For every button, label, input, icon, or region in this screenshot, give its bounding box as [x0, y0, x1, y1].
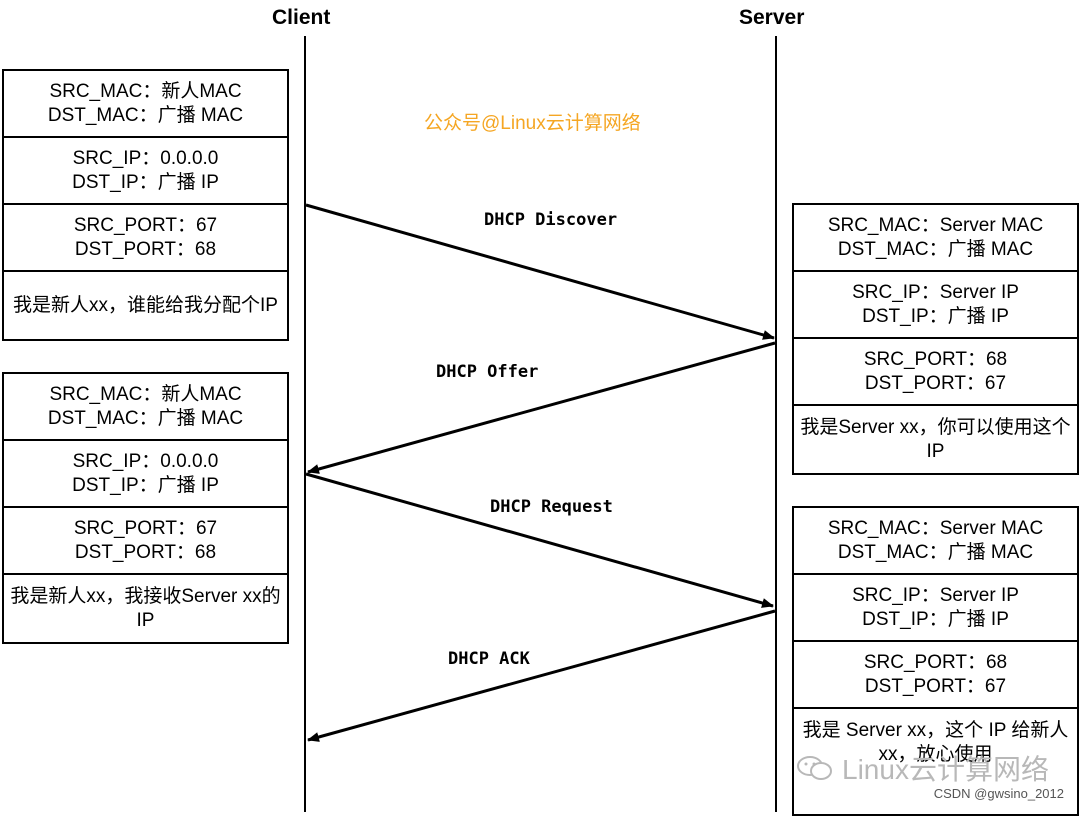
payload: 我是新人xx，我接收Server xx的 IP — [10, 585, 281, 631]
ip-layer: SRC_IP：0.0.0.0 DST_IP：广播 IP — [4, 441, 287, 508]
ip-layer: SRC_IP：Server IP DST_IP：广播 IP — [794, 575, 1077, 642]
discover-label: DHCP Discover — [484, 210, 618, 230]
watermark-text: Linux云计算网络 — [842, 754, 1049, 785]
payload: 我是 Server xx，这个 IP 给新人xx，放心使用 — [802, 720, 1069, 765]
wechat-icon — [797, 756, 832, 780]
request-arrow — [305, 472, 774, 608]
client-header: Client — [272, 6, 331, 29]
mac-layer: SRC_MAC：新人MAC DST_MAC：广播 MAC — [4, 374, 287, 441]
port-layer: SRC_PORT：68 DST_PORT：67 — [794, 642, 1077, 709]
server-offer-packet: SRC_MAC：Server MAC DST_MAC：广播 MAC SRC_IP… — [792, 203, 1079, 475]
mac-layer: SRC_MAC：新人MAC DST_MAC：广播 MAC — [4, 71, 287, 138]
ip-layer: SRC_IP：Server IP DST_IP：广播 IP — [794, 272, 1077, 339]
port-layer: SRC_PORT：67 DST_PORT：68 — [4, 508, 287, 575]
server-lifeline — [775, 36, 777, 812]
server-ack-packet: SRC_MAC：Server MAC DST_MAC：广播 MAC SRC_IP… — [792, 506, 1079, 816]
watermark: Linux云计算网络 — [796, 748, 1049, 788]
mac-layer: SRC_MAC：Server MAC DST_MAC：广播 MAC — [794, 205, 1077, 272]
payload: 我是Server xx，你可以使用这个 IP — [800, 416, 1071, 462]
client-request-packet: SRC_MAC：新人MAC DST_MAC：广播 MAC SRC_IP：0.0.… — [2, 372, 289, 644]
offer-label: DHCP Offer — [436, 362, 539, 382]
offer-arrow — [307, 341, 776, 474]
ack-arrow — [307, 609, 776, 742]
ack-label: DHCP ACK — [448, 649, 530, 669]
port-layer: SRC_PORT：67 DST_PORT：68 — [4, 205, 287, 272]
public-account-label: 公众号@Linux云计算网络 — [424, 113, 641, 134]
client-lifeline — [304, 36, 306, 812]
server-header: Server — [739, 6, 805, 29]
ip-layer: SRC_IP：0.0.0.0 DST_IP：广播 IP — [4, 138, 287, 205]
source-credit: CSDN @gwsino_2012 — [933, 786, 1064, 801]
mac-layer: SRC_MAC：Server MAC DST_MAC：广播 MAC — [794, 508, 1077, 575]
discover-arrow — [305, 203, 775, 340]
request-label: DHCP Request — [490, 497, 613, 517]
payload: 我是新人xx，谁能给我分配个IP — [13, 294, 278, 316]
client-discover-packet: SRC_MAC：新人MAC DST_MAC：广播 MAC SRC_IP：0.0.… — [2, 69, 289, 341]
port-layer: SRC_PORT：68 DST_PORT：67 — [794, 339, 1077, 406]
